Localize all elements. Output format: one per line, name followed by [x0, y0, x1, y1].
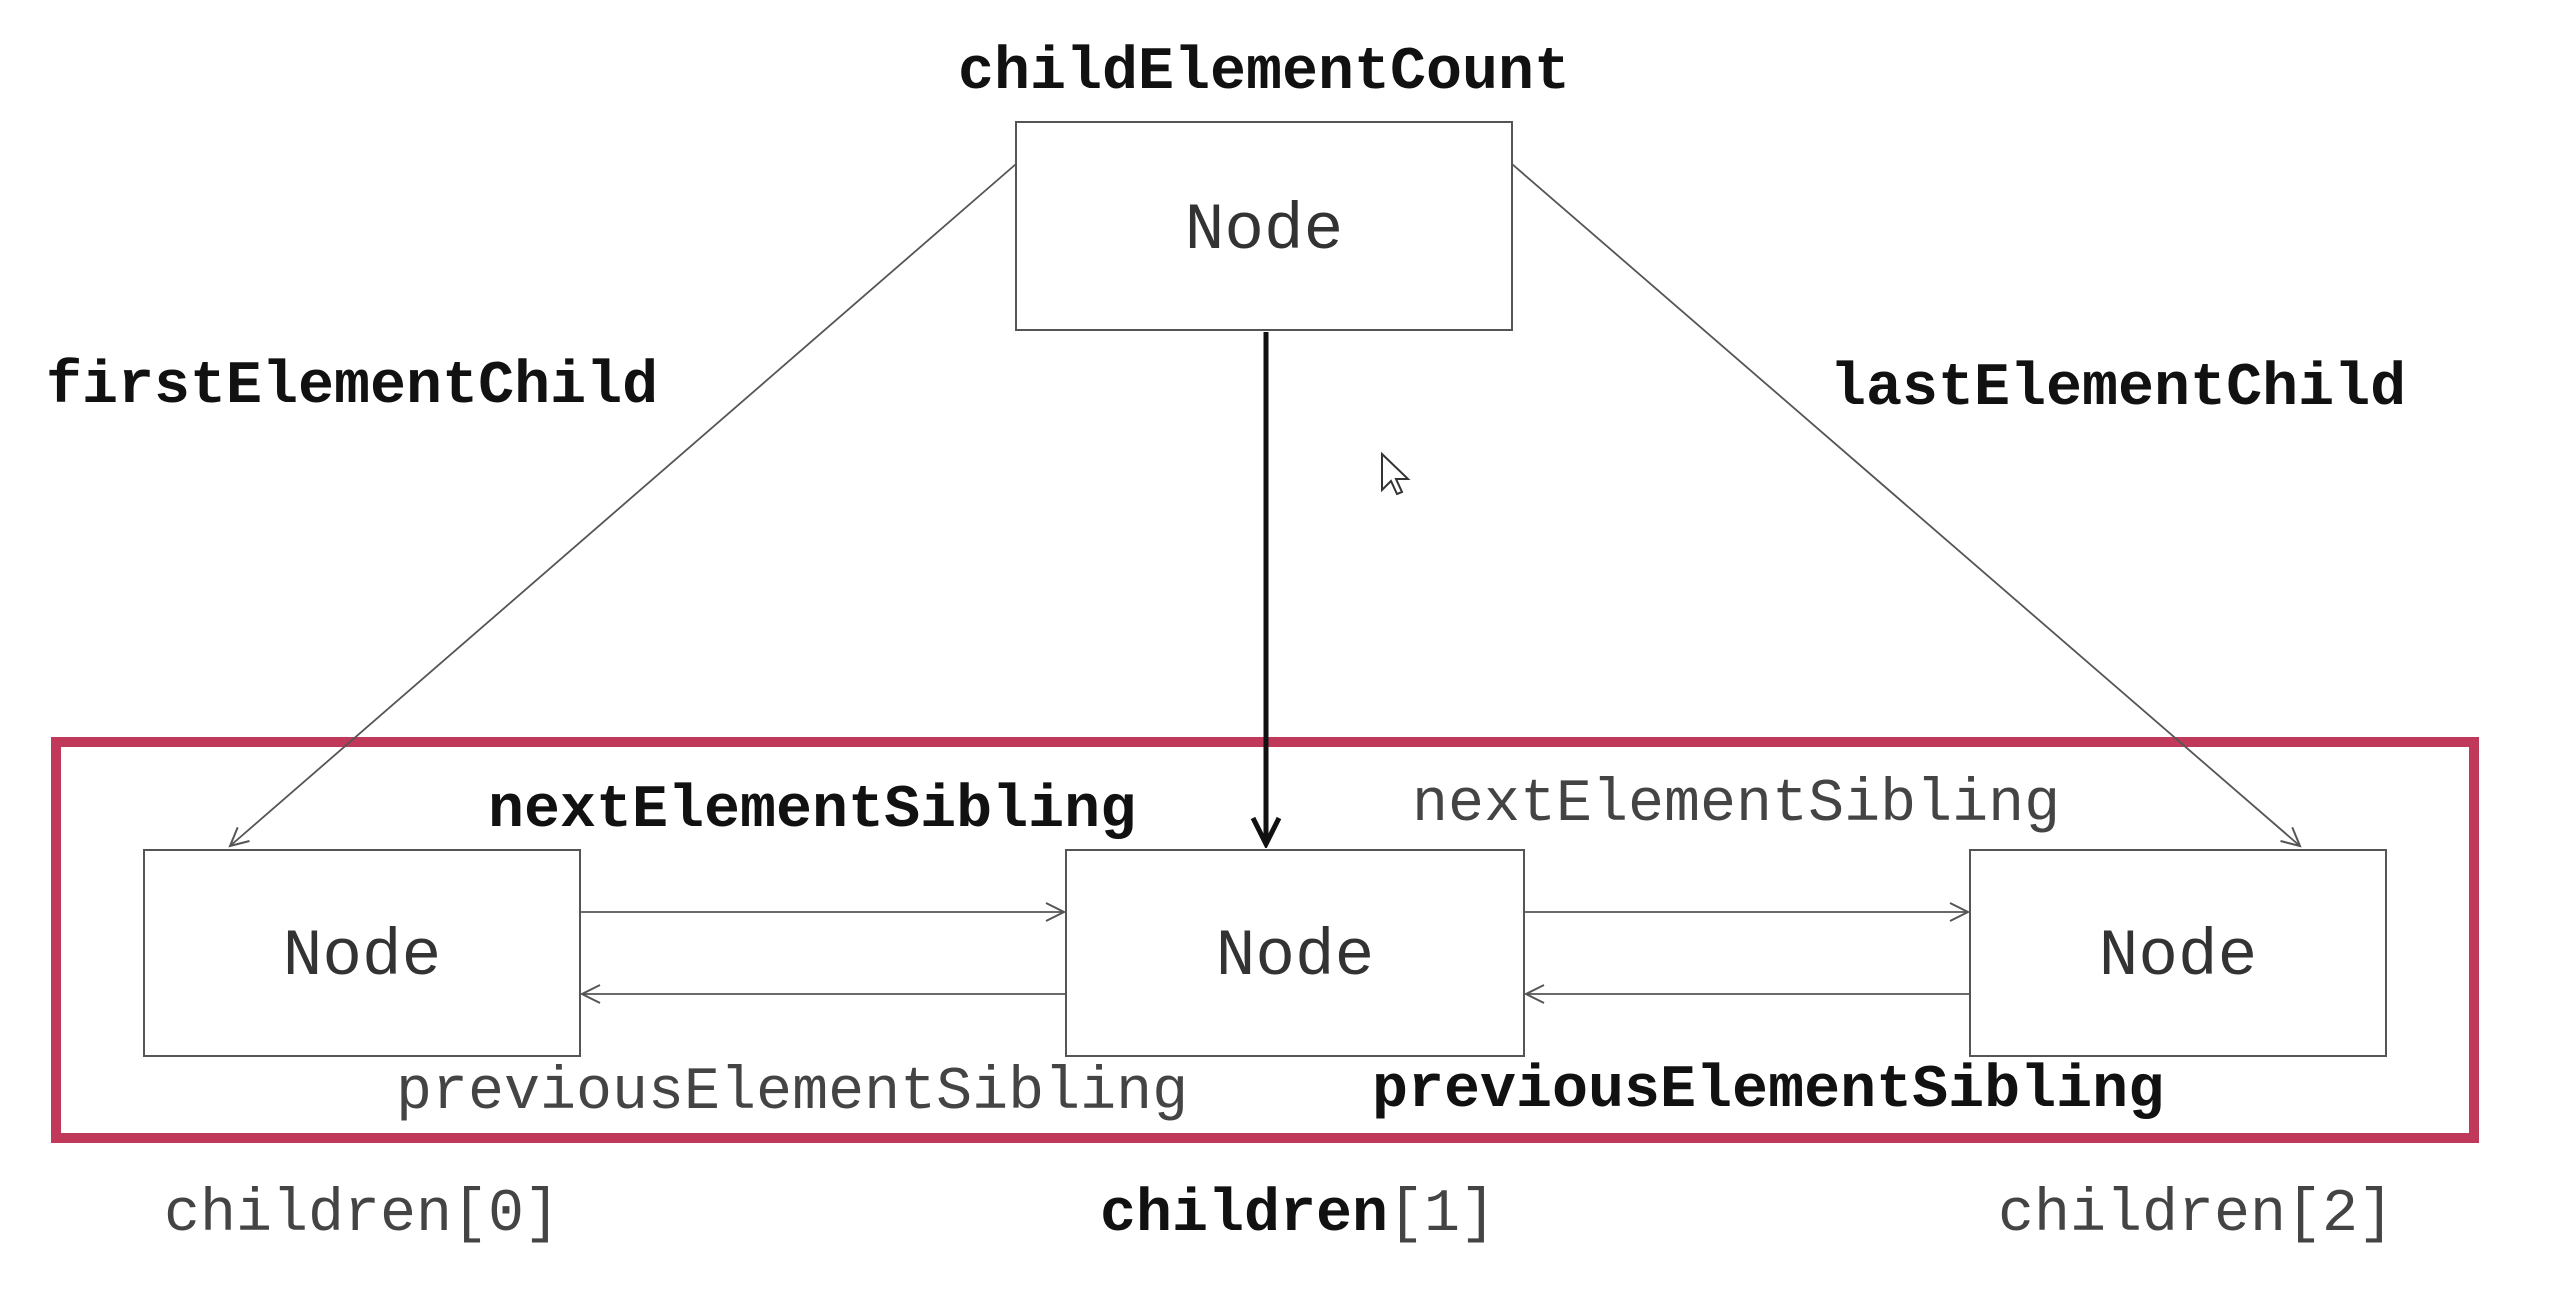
- parent-node: Node: [1015, 121, 1513, 331]
- children-index-0-label: children[0]: [164, 1181, 560, 1249]
- child-node-2: Node: [1969, 849, 2387, 1057]
- prev-sibling-label-right: previousElementSibling: [1372, 1057, 2164, 1125]
- mouse-cursor-icon: [1381, 451, 1411, 496]
- child-node-1-label: Node: [1216, 919, 1374, 994]
- last-element-child-label: lastElementChild: [1830, 355, 2406, 423]
- first-element-child-label: firstElementChild: [46, 353, 658, 421]
- children-index-1-label: children[1]: [1100, 1181, 1496, 1249]
- next-sibling-label-left: nextElementSibling: [488, 777, 1136, 845]
- child-node-0-label: Node: [283, 919, 441, 994]
- prev-sibling-label-left: previousElementSibling: [396, 1059, 1188, 1127]
- child-node-1: Node: [1065, 849, 1525, 1057]
- last-element-child-arrow: [1511, 163, 2300, 846]
- child-node-2-label: Node: [2099, 919, 2257, 994]
- first-element-child-arrow: [230, 163, 1017, 846]
- child-node-0: Node: [143, 849, 581, 1057]
- next-sibling-label-right: nextElementSibling: [1412, 771, 2060, 839]
- parent-node-label: Node: [1185, 193, 1343, 268]
- child-element-count-label: childElementCount: [958, 39, 1570, 107]
- children-index-2-label: children[2]: [1998, 1181, 2394, 1249]
